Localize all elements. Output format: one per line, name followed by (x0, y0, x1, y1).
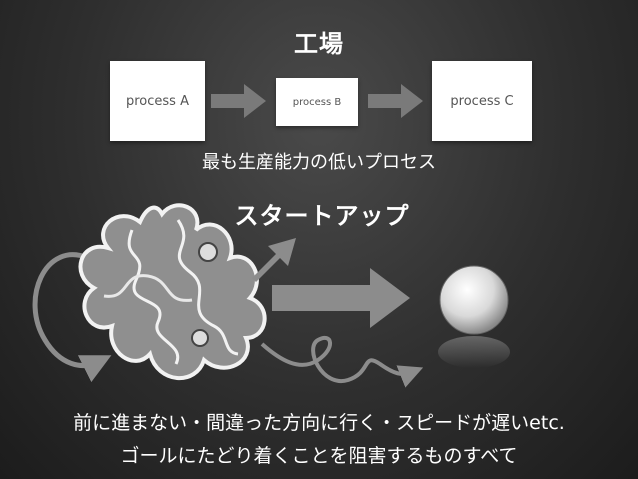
diagonal-arrow (252, 238, 296, 282)
process-a-box: process A (110, 61, 205, 141)
wavy-arrow (260, 336, 424, 388)
process-b-box: process B (276, 78, 358, 126)
footer-line-2: ゴールにたどり着くことを阻害するものすべて (120, 445, 518, 467)
bottleneck-caption: 最も生産能力の低いプロセス (202, 152, 436, 173)
arrow-b-to-c (368, 84, 423, 118)
forward-arrow (272, 268, 410, 328)
goal-sphere (439, 265, 509, 335)
arrow-a-to-b (211, 84, 266, 118)
process-c-box: process C (432, 61, 532, 141)
footer-line-1: 前に進まない・間違った方向に行く・スピードが遅いetc. (73, 412, 565, 434)
goal-sphere-reflection (438, 336, 510, 368)
startup-title: スタートアップ (234, 202, 410, 230)
loop-arrow (32, 252, 112, 383)
factory-title: 工場 (294, 30, 344, 58)
chaos-blob (78, 203, 267, 380)
